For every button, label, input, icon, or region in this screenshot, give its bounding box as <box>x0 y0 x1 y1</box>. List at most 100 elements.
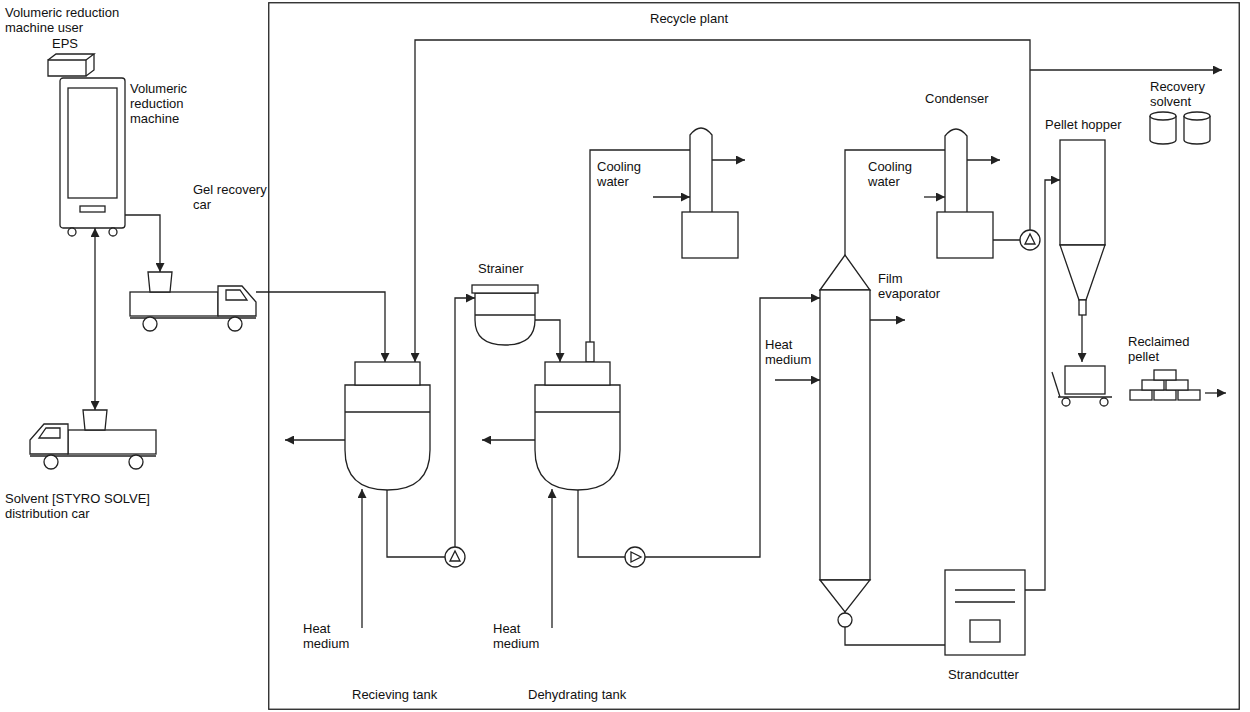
film-evaporator-outline <box>820 255 870 290</box>
recovery-truck-outline <box>226 290 247 300</box>
strand-cutter-outline <box>955 590 1015 602</box>
pellet-hopper-outline <box>1060 245 1105 300</box>
flow-arrow <box>870 319 905 320</box>
pump-symbol <box>631 552 641 562</box>
flow-arrow <box>1030 69 1222 70</box>
strand-cutter-outline <box>945 570 1025 655</box>
node-label: Dehydrating tank <box>528 688 648 703</box>
receiving-tank-outline <box>355 362 420 385</box>
pump-symbol <box>1020 230 1040 250</box>
strainer-vessel: Strainer <box>475 285 535 345</box>
flow-arrow <box>1081 315 1082 362</box>
flow-arrow <box>1205 392 1226 393</box>
eps-block <box>86 54 94 76</box>
annotation-label: EPS <box>52 37 92 52</box>
receiving-tank-outline <box>345 385 430 490</box>
pellet-hopper-outline <box>1060 140 1105 245</box>
annotation-label: Cooling water <box>597 160 649 190</box>
film-evaporator-outline <box>820 290 870 580</box>
reduction-machine-outline <box>60 78 125 228</box>
flow-arrow <box>482 439 535 440</box>
pellet-bricks <box>1178 390 1200 400</box>
reduction-machine-outline <box>60 78 125 228</box>
condenser-symbol <box>682 212 738 258</box>
flow-arrow <box>967 159 1000 160</box>
flow-line <box>125 215 160 272</box>
recovery-truck: Gel recovery car <box>130 272 256 338</box>
pump-symbol <box>445 547 465 567</box>
recovery-truck-outline <box>130 272 256 338</box>
dehydrating-tank-outline <box>535 385 620 490</box>
eps-block <box>48 54 94 76</box>
film-evaporator-outline <box>820 290 870 580</box>
condenser-outline <box>945 128 967 212</box>
annotation-label: Recovery solvent <box>1150 80 1214 110</box>
recovery-truck-outline <box>228 317 242 331</box>
strand-cutter-outline <box>945 570 1025 655</box>
condenser-outline <box>945 129 967 212</box>
pellet-cart <box>1065 366 1105 394</box>
annotation-label: Reclaimed pellet <box>1128 335 1198 365</box>
solvent-drum <box>1150 112 1176 120</box>
pellet-bricks <box>1154 390 1176 400</box>
vapor-line <box>590 150 690 342</box>
node-label: Film evaporator <box>878 272 948 302</box>
solvent-truck-outline <box>30 410 156 476</box>
node-label: Pellet hopper <box>1045 118 1135 133</box>
reduction-machine-outline <box>68 228 76 236</box>
flow-arrow <box>285 439 345 440</box>
line-art <box>48 54 1226 628</box>
recovery-truck-outline <box>130 292 218 316</box>
pellet-bricks <box>1154 370 1176 380</box>
plant-frame-outline <box>269 3 1240 710</box>
flow-arrow <box>653 196 690 197</box>
pellet-bricks <box>1166 380 1188 390</box>
recovery-truck-outline <box>130 286 256 331</box>
recovery-truck-outline <box>143 317 157 331</box>
dehydrating-tank: Dehydrating tank <box>535 362 620 490</box>
pump-symbol <box>1025 234 1035 244</box>
reduction-machine-outline <box>68 88 117 198</box>
pellet-cart <box>1100 398 1108 406</box>
pump-symbol <box>625 547 645 567</box>
annotation-label: Heat medium <box>303 622 357 652</box>
vapor-line <box>586 150 690 362</box>
pellet-bricks <box>1142 380 1164 390</box>
pellet-bricks <box>1130 370 1200 400</box>
vapor-line <box>586 342 594 362</box>
solvent-truck-outline <box>129 455 143 469</box>
annotation-label: Heat medium <box>493 622 547 652</box>
solvent-truck-outline <box>39 428 60 438</box>
node-label: Strandcutter <box>948 668 1038 683</box>
recovery-truck-outline <box>148 272 172 292</box>
annotation-label: Cooling water <box>868 160 920 190</box>
solvent-truck-outline <box>30 424 68 454</box>
condenser-symbol <box>682 128 738 258</box>
solvent-drum <box>1184 112 1210 120</box>
solvent-drum <box>1150 112 1210 144</box>
condenser: Condenser <box>945 128 967 212</box>
solvent-truck-outline <box>44 455 58 469</box>
pellet-cart <box>1052 366 1112 406</box>
solvent-truck-outline <box>30 424 156 469</box>
reduction-machine-outline <box>109 228 117 236</box>
film-evaporator-outline <box>838 613 852 627</box>
flow-arrow <box>551 489 552 628</box>
recovery-truck-outline <box>218 286 256 316</box>
dehydrating-tank-outline <box>535 362 620 490</box>
solvent-truck-outline <box>83 410 107 430</box>
film-evaporator: Film evaporator <box>820 290 870 580</box>
plant-frame-outline <box>268 2 1240 710</box>
flow-arrow <box>285 70 1226 628</box>
annotation-label: Volumeric reduction machine user <box>5 6 145 36</box>
node-label: Recieving tank <box>352 688 462 703</box>
connector-group <box>95 40 1060 645</box>
node-label: Gel recovery car <box>193 183 277 213</box>
film-evaporator-outline <box>820 580 870 612</box>
receiving-tank-outline <box>345 411 430 412</box>
flow-line <box>845 150 945 290</box>
strand-cutter: Strandcutter <box>945 570 1025 655</box>
